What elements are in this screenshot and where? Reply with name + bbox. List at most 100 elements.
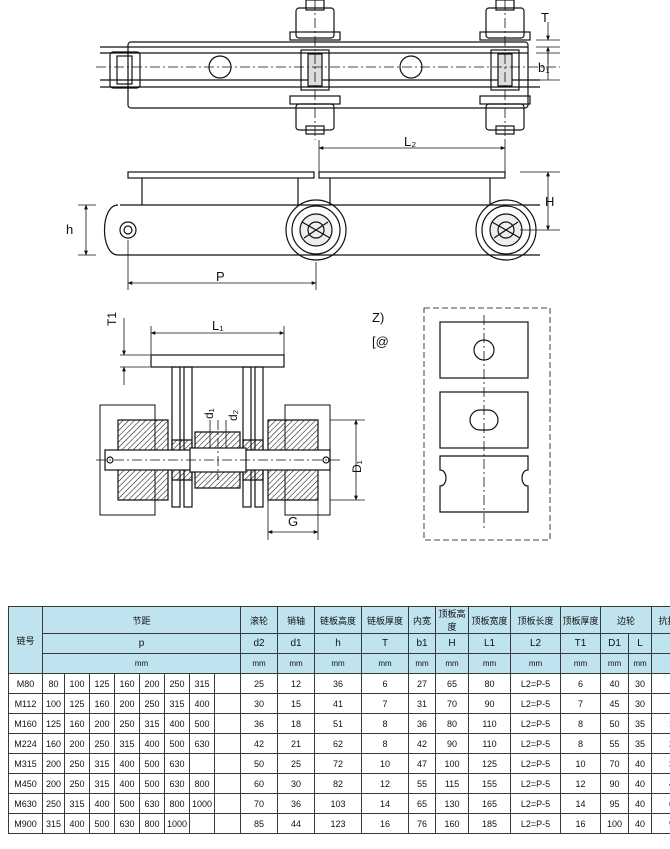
cell-t1: 6 — [560, 673, 602, 694]
sym-h: h — [314, 633, 363, 654]
cell-t: 8 — [361, 713, 410, 734]
cell-h: 130 — [435, 793, 470, 814]
cell-pitch: 160 — [64, 713, 90, 734]
cell-model: M80 — [8, 673, 43, 694]
cell-pitch: 800 — [139, 813, 165, 834]
cell-pitch: 200 — [42, 753, 65, 774]
cell-h: 62 — [314, 733, 363, 754]
cell-q: 900 — [651, 813, 670, 834]
cell-l: 35 — [628, 733, 653, 754]
cell-b1: 76 — [408, 813, 437, 834]
dim-label-d1: d₁ — [202, 408, 216, 419]
cell-pitch — [213, 793, 242, 814]
cell-d1: 45 — [600, 693, 630, 714]
cell-l: 40 — [628, 773, 653, 794]
cell-pitch: 1000 — [164, 813, 190, 834]
cell-pitch: 400 — [64, 813, 90, 834]
cell-pitch: 315 — [164, 693, 190, 714]
cell-h: 70 — [435, 693, 470, 714]
cell-l: 40 — [628, 753, 653, 774]
cell-q: 224 — [651, 733, 670, 754]
cell-model: M160 — [8, 713, 43, 734]
sym-T: T — [361, 633, 410, 654]
dim-label-D1: D₁ — [350, 460, 364, 473]
col-top-plate-width: 顶板宽度 — [468, 606, 512, 634]
cell-h: 103 — [314, 793, 363, 814]
cell-pitch: 630 — [114, 813, 140, 834]
spec-table: 链号 节距 滚轮 销轴 链板高度 链板厚度 内宽 顶板高度 顶板宽度 顶板长度 … — [8, 606, 670, 834]
cell-h: 72 — [314, 753, 363, 774]
cell-model: M630 — [8, 793, 43, 814]
cell-d1: 55 — [600, 733, 630, 754]
cell-h: 41 — [314, 693, 363, 714]
cell-h: 51 — [314, 713, 363, 734]
cell-pitch: 125 — [64, 693, 90, 714]
cell-d1: 36 — [277, 793, 316, 814]
sym-d2: d2 — [240, 633, 279, 654]
dim-label-T: T — [541, 10, 549, 25]
cell-d2: 42 — [240, 733, 279, 754]
cell-pitch — [213, 773, 242, 794]
cell-t: 6 — [361, 673, 410, 694]
cell-d2: 60 — [240, 773, 279, 794]
cell-h: 123 — [314, 813, 363, 834]
cell-d1: 50 — [600, 713, 630, 734]
cell-t: 7 — [361, 693, 410, 714]
cell-pitch: 400 — [89, 793, 115, 814]
col-roller: 滚轮 — [240, 606, 279, 634]
sym-T1: T1 — [560, 633, 602, 654]
cell-pitch: 250 — [114, 713, 140, 734]
col-plate-height: 链板高度 — [314, 606, 363, 634]
cell-l1: 165 — [468, 793, 512, 814]
cell-d2: 30 — [240, 693, 279, 714]
top-view — [96, 0, 560, 140]
sym-D1: D1 — [600, 633, 630, 654]
sym-H: H — [435, 633, 470, 654]
cell-pitch: 315 — [89, 753, 115, 774]
cell-pitch: 800 — [164, 793, 190, 814]
cell-pitch: 630 — [164, 753, 190, 774]
cell-d1: 70 — [600, 753, 630, 774]
cell-l2: L2=P-5 — [510, 693, 562, 714]
cell-model: M112 — [8, 693, 43, 714]
cell-l: 30 — [628, 673, 653, 694]
cell-d1: 90 — [600, 773, 630, 794]
unit-D1: mm — [600, 653, 630, 674]
unit-b1: mm — [408, 653, 437, 674]
stray-text-2: [@ — [372, 334, 389, 349]
sym-L2: L2 — [510, 633, 562, 654]
sym-b1: b1 — [408, 633, 437, 654]
cell-t1: 8 — [560, 733, 602, 754]
cell-t1: 10 — [560, 753, 602, 774]
cell-b1: 47 — [408, 753, 437, 774]
cell-b1: 36 — [408, 713, 437, 734]
col-top-plate-height: 顶板高度 — [435, 606, 470, 634]
cell-pitch: 630 — [139, 793, 165, 814]
dim-label-b1: b₁ — [538, 60, 550, 75]
cell-q: 112 — [651, 693, 670, 714]
side-view-roller-right — [475, 199, 537, 261]
cell-pitch: 400 — [189, 693, 215, 714]
cell-pitch: 500 — [139, 773, 165, 794]
cell-h: 82 — [314, 773, 363, 794]
cell-l1: 110 — [468, 733, 512, 754]
cell-q: 450 — [651, 773, 670, 794]
cell-d1: 21 — [277, 733, 316, 754]
cell-l: 40 — [628, 813, 653, 834]
cell-pitch — [213, 693, 242, 714]
cell-l2: L2=P-5 — [510, 753, 562, 774]
cell-pitch: 800 — [189, 773, 215, 794]
cell-pitch — [213, 753, 242, 774]
cell-pitch: 630 — [189, 733, 215, 754]
cell-q: 630 — [651, 793, 670, 814]
cell-h: 65 — [435, 673, 470, 694]
unit-d2: mm — [240, 653, 279, 674]
cell-d2: 36 — [240, 713, 279, 734]
cell-pitch: 250 — [64, 773, 90, 794]
cell-pitch: 80 — [42, 673, 65, 694]
cell-pitch: 630 — [164, 773, 190, 794]
cell-t1: 16 — [560, 813, 602, 834]
dim-label-d2: d₂ — [226, 409, 240, 421]
